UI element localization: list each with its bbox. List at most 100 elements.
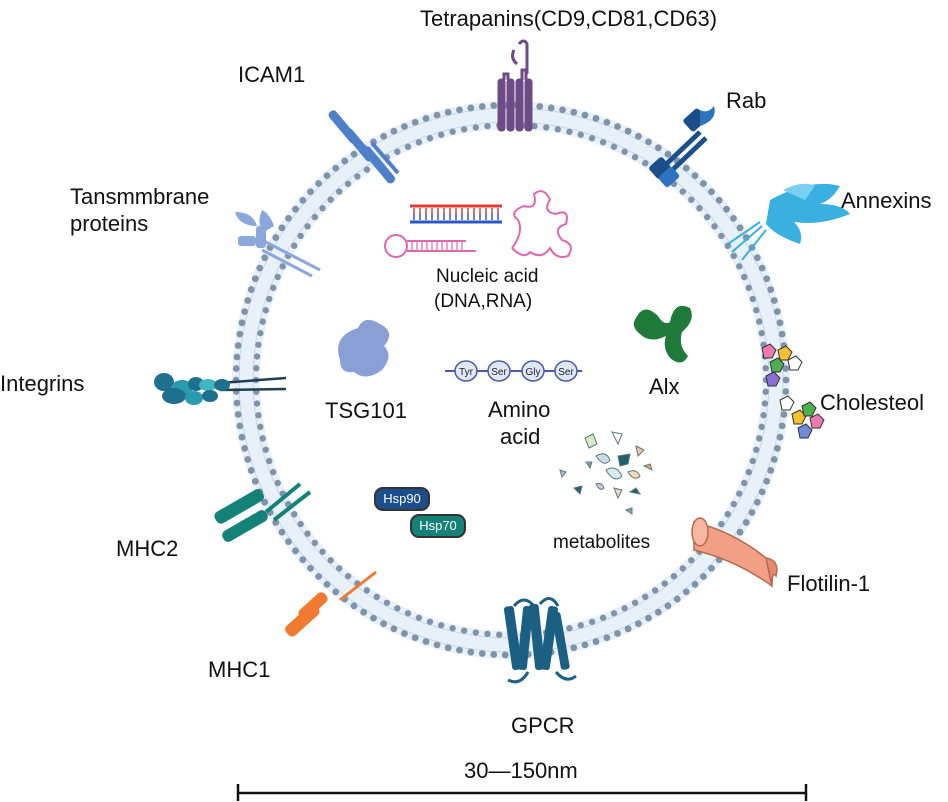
amino-residue-bead [554, 360, 578, 382]
lipid-head [292, 205, 299, 213]
hsp70-badge: Hsp70 [410, 514, 466, 538]
dna-icon [410, 204, 502, 224]
alx-icon [633, 305, 692, 363]
lipid-head [642, 593, 649, 601]
lipid-head [253, 400, 261, 407]
lipid-head [380, 620, 387, 628]
lipid-head [256, 264, 264, 272]
lipid-head [592, 638, 600, 645]
lipid-head [780, 411, 788, 418]
lipid-head [327, 557, 334, 564]
lipid-head [599, 614, 607, 621]
lipid-head [741, 273, 748, 281]
lipid-head [501, 651, 509, 659]
lipid-head [664, 602, 672, 610]
lipid-head [341, 157, 349, 165]
lipid-head [270, 468, 277, 476]
label-gpcr: GPCR [511, 713, 575, 738]
lipid-head [251, 477, 259, 485]
label-alx: Alx [649, 374, 680, 399]
lipid-head [756, 318, 763, 325]
lipid-head [570, 108, 578, 116]
label-mhc2: MHC2 [116, 536, 179, 561]
lipid-head [745, 468, 752, 476]
label-rab: Rab [726, 88, 767, 113]
lipid-head [599, 139, 607, 146]
lipid-head [753, 446, 760, 453]
lipid-head [724, 511, 732, 518]
lipid-head [456, 646, 463, 654]
lipid-head [415, 139, 423, 146]
lipid-head [770, 297, 778, 304]
tsg101-icon [338, 319, 390, 377]
lipid-head [456, 106, 463, 114]
lipid-head [233, 353, 241, 361]
lipid-head [621, 148, 628, 155]
lipid-head [390, 625, 398, 633]
lipid-head [782, 376, 790, 384]
lipid-head [234, 411, 242, 418]
lipid-head [703, 213, 711, 221]
lipid-head [688, 557, 695, 564]
lipid-head [543, 124, 550, 131]
lipid-head [566, 625, 573, 632]
lipid-head [404, 610, 412, 617]
lipid-head [679, 188, 686, 195]
inner-lipid-heads [252, 121, 770, 639]
lipid-head [570, 644, 578, 652]
lipid-head [782, 365, 790, 372]
lipid-head [262, 307, 269, 314]
lipid-head [736, 263, 743, 270]
lipid-head [299, 196, 307, 204]
lipid-head [760, 412, 767, 419]
lipid-head [311, 539, 319, 547]
lipid-head [621, 605, 628, 612]
lipid-head [645, 138, 652, 146]
hsp90-badge: Hsp90 [374, 487, 430, 511]
lipid-head [336, 188, 343, 195]
lipid-head [426, 618, 434, 625]
label-annexins: Annexins [841, 188, 932, 213]
lipid-head [762, 388, 769, 395]
lipid-head [645, 614, 652, 622]
lipid-head [478, 650, 486, 657]
lipid-head [394, 605, 401, 612]
lipid-head [696, 205, 703, 212]
lipid-head [624, 625, 632, 633]
lipid-head [272, 234, 280, 241]
lipid-head [664, 150, 672, 158]
lipid-head [274, 273, 281, 281]
lipid-head [753, 498, 761, 506]
lipid-head [654, 144, 662, 152]
label-amino-line2: acid [500, 424, 541, 449]
lipid-head [531, 122, 538, 130]
lipid-head [255, 412, 262, 419]
mhc2-icon [214, 482, 312, 542]
lipid-head [711, 223, 718, 230]
lipid-head [700, 180, 707, 187]
lipid-head [344, 180, 352, 188]
lipid-head [253, 353, 261, 360]
lipid-head [390, 127, 398, 135]
lipid-head [307, 188, 314, 196]
lipid-head [285, 214, 292, 222]
lipid-head [691, 580, 699, 588]
lipid-head [460, 627, 468, 634]
lipid-head [577, 622, 584, 629]
rna-base-pairs [411, 241, 463, 251]
rab-icon [649, 106, 715, 187]
lipid-head [290, 242, 298, 249]
lipid-head [247, 286, 255, 293]
icam1-icon [328, 110, 400, 184]
lipid-head [253, 365, 260, 372]
lipid-head [730, 252, 737, 260]
label-nucleic-line2: (DNA,RNA) [434, 291, 533, 312]
lipid-head [354, 173, 361, 180]
lipid-head [236, 330, 244, 338]
lipid-head [232, 365, 240, 372]
lipid-head [270, 284, 277, 292]
label-icam1: ICAM1 [238, 62, 306, 87]
